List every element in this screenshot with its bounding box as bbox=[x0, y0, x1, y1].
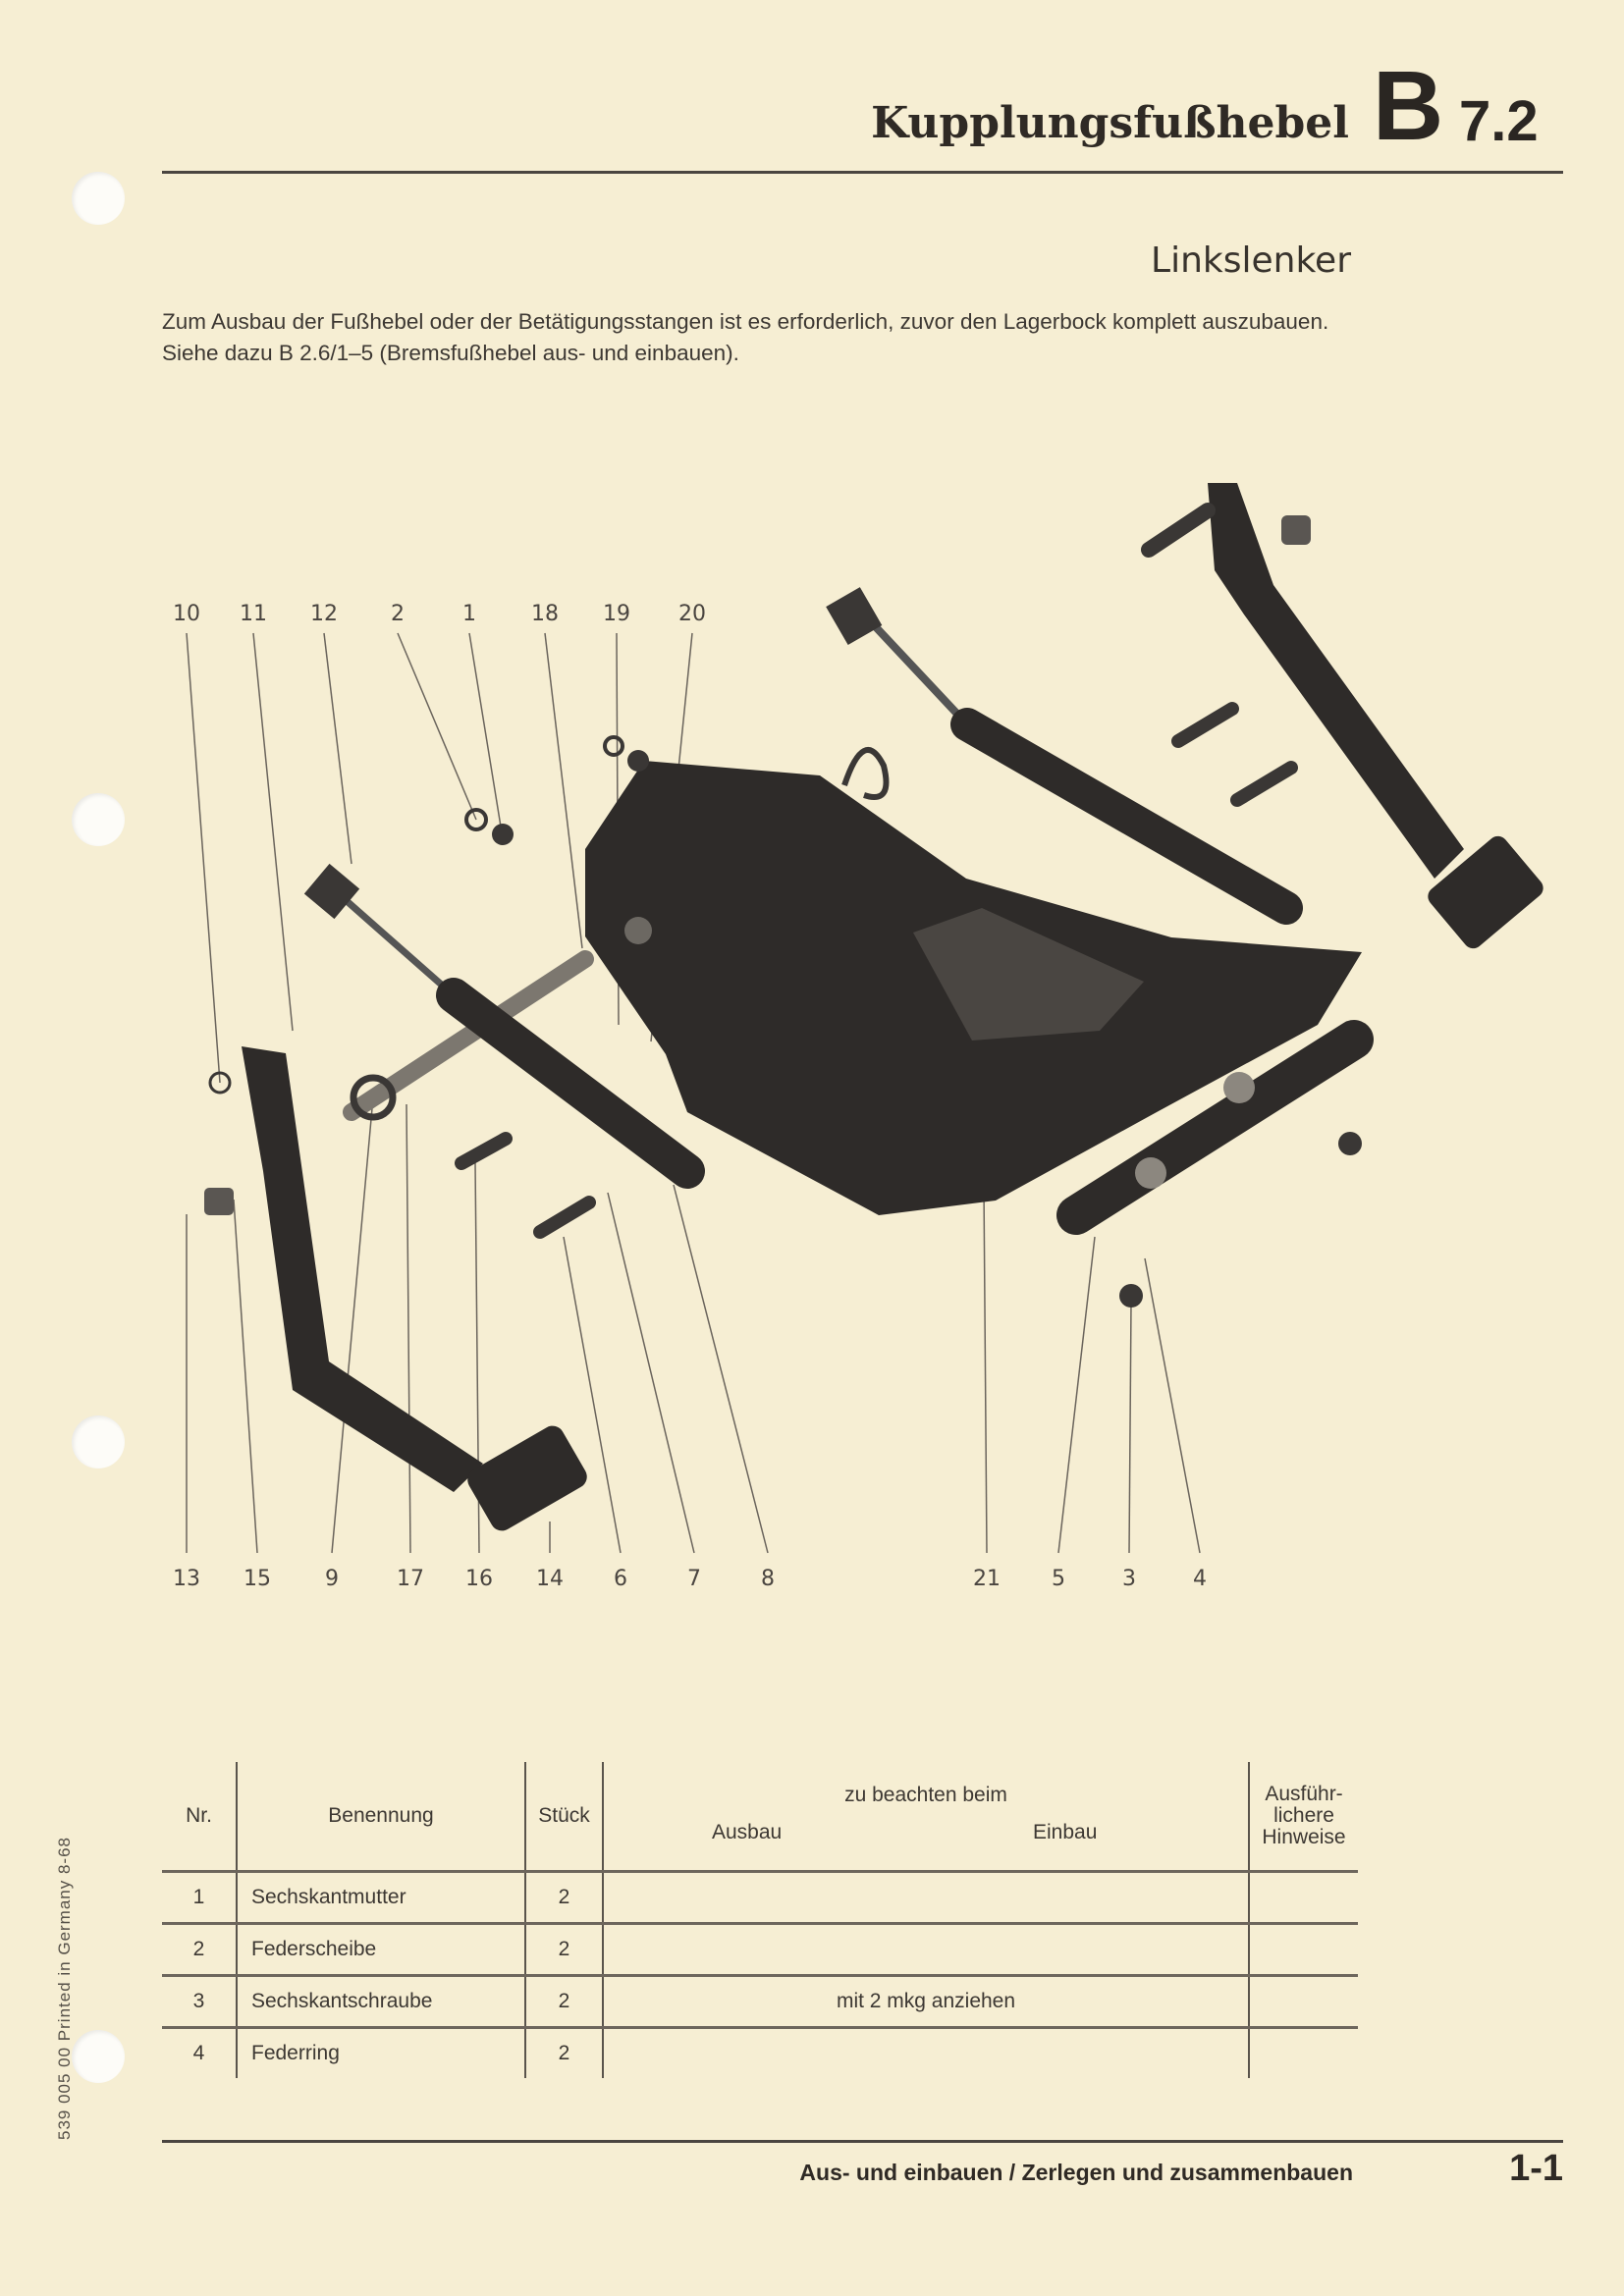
callout-label: 9 bbox=[325, 1567, 339, 1591]
row-qty: 2 bbox=[524, 1922, 603, 1976]
callout-lines bbox=[186, 632, 1201, 1554]
table-row: 1 Sechskantmutter 2 bbox=[162, 1870, 1358, 1924]
clutch-pedal-pad bbox=[467, 1425, 587, 1531]
callout-label: 20 bbox=[678, 602, 706, 626]
callout-label: 16 bbox=[465, 1567, 493, 1591]
row-details bbox=[1248, 1922, 1358, 1976]
callout-label: 7 bbox=[687, 1567, 701, 1591]
callout-label: 1 bbox=[462, 602, 476, 626]
mounting-plate bbox=[1056, 1020, 1374, 1235]
intro-text: Zum Ausbau der Fußhebel oder der Betätig… bbox=[162, 309, 1329, 365]
clutch-cylinder bbox=[436, 978, 705, 1189]
callout-label: 10 bbox=[173, 602, 200, 626]
row-nr: 2 bbox=[162, 1922, 237, 1976]
brake-pedal-arm bbox=[1208, 483, 1464, 879]
callout-label: 19 bbox=[603, 602, 630, 626]
header-rule bbox=[162, 171, 1563, 174]
table-row: 4 Federring 2 bbox=[162, 2026, 1358, 2078]
callout-labels-top: 10 11 12 2 1 18 19 20 bbox=[173, 602, 706, 626]
callout-label: 6 bbox=[614, 1567, 627, 1591]
row-note bbox=[602, 2026, 1249, 2078]
punch-hole bbox=[72, 172, 125, 225]
col-name: Benennung bbox=[236, 1762, 525, 1872]
callout-label: 15 bbox=[244, 1567, 271, 1591]
col-removal: Ausbau bbox=[712, 1821, 783, 1843]
callout-label: 17 bbox=[397, 1567, 424, 1591]
callout-label: 5 bbox=[1052, 1567, 1065, 1591]
punch-hole bbox=[72, 1415, 125, 1468]
row-note bbox=[602, 1870, 1249, 1924]
section-number: 7.2 bbox=[1459, 89, 1539, 153]
row-nr: 4 bbox=[162, 2026, 237, 2078]
row-name: Federscheibe bbox=[236, 1922, 525, 1976]
footer-text: Aus- und einbauen / Zerlegen und zusamme… bbox=[799, 2160, 1353, 2185]
master-cylinder-right bbox=[950, 708, 1303, 925]
brake-pedal-pad bbox=[1428, 835, 1543, 949]
callout-label: 2 bbox=[391, 602, 405, 626]
callout-label: 12 bbox=[310, 602, 338, 626]
callout-labels-bottom: 13 15 9 17 16 14 6 7 8 21 5 3 4 bbox=[173, 1567, 1207, 1591]
row-nr: 1 bbox=[162, 1870, 237, 1924]
punch-hole bbox=[72, 2030, 125, 2083]
row-details bbox=[1248, 1974, 1358, 2028]
section-letter: B bbox=[1373, 51, 1444, 161]
row-details bbox=[1248, 1870, 1358, 1924]
callout-label: 8 bbox=[761, 1567, 775, 1591]
row-name: Sechskantschraube bbox=[236, 1974, 525, 2028]
row-name: Federring bbox=[236, 2026, 525, 2078]
callout-label: 4 bbox=[1193, 1567, 1207, 1591]
row-qty: 2 bbox=[524, 1870, 603, 1924]
row-details bbox=[1248, 2026, 1358, 2078]
col-install: Einbau bbox=[1033, 1821, 1098, 1843]
bracket-opening bbox=[913, 908, 1144, 1041]
page-number: 1-1 bbox=[1509, 2148, 1563, 2189]
row-nr: 3 bbox=[162, 1974, 237, 2028]
parts-table: Nr. Benennung Stück zu beachten beim Aus… bbox=[162, 1762, 1358, 2078]
subtitle: Linkslenker bbox=[1151, 240, 1351, 281]
table-header-row: Nr. Benennung Stück zu beachten beim Aus… bbox=[162, 1762, 1358, 1872]
callout-label: 11 bbox=[240, 602, 267, 626]
callout-label: 13 bbox=[173, 1567, 200, 1591]
print-note: 539 005 00 Printed in Germany 8-68 bbox=[55, 1836, 74, 2140]
row-qty: 2 bbox=[524, 2026, 603, 2078]
row-note: mit 2 mkg anziehen bbox=[602, 1974, 1249, 2028]
callout-label: 18 bbox=[531, 602, 559, 626]
table-row: 3 Sechskantschraube 2 mit 2 mkg anziehen bbox=[162, 1974, 1358, 2028]
row-name: Sechskantmutter bbox=[236, 1870, 525, 1924]
clutch-pedal-arm bbox=[242, 1046, 483, 1492]
callout-label: 21 bbox=[973, 1567, 1001, 1591]
callout-label: 14 bbox=[536, 1567, 564, 1591]
table-row: 2 Federscheibe 2 bbox=[162, 1922, 1358, 1976]
page-title: Kupplungsfußhebel bbox=[871, 98, 1349, 148]
row-note bbox=[602, 1922, 1249, 1976]
punch-hole bbox=[72, 793, 125, 846]
row-qty: 2 bbox=[524, 1974, 603, 2028]
col-notes: zu beachten beim Ausbau Einbau bbox=[602, 1762, 1249, 1872]
col-notes-group: zu beachten beim bbox=[844, 1784, 1007, 1806]
footer-rule bbox=[162, 2140, 1563, 2143]
callout-label: 3 bbox=[1122, 1567, 1136, 1591]
col-details: Ausführ-lichere Hinweise bbox=[1248, 1762, 1358, 1872]
col-nr: Nr. bbox=[186, 1804, 212, 1827]
col-qty: Stück bbox=[524, 1762, 603, 1872]
